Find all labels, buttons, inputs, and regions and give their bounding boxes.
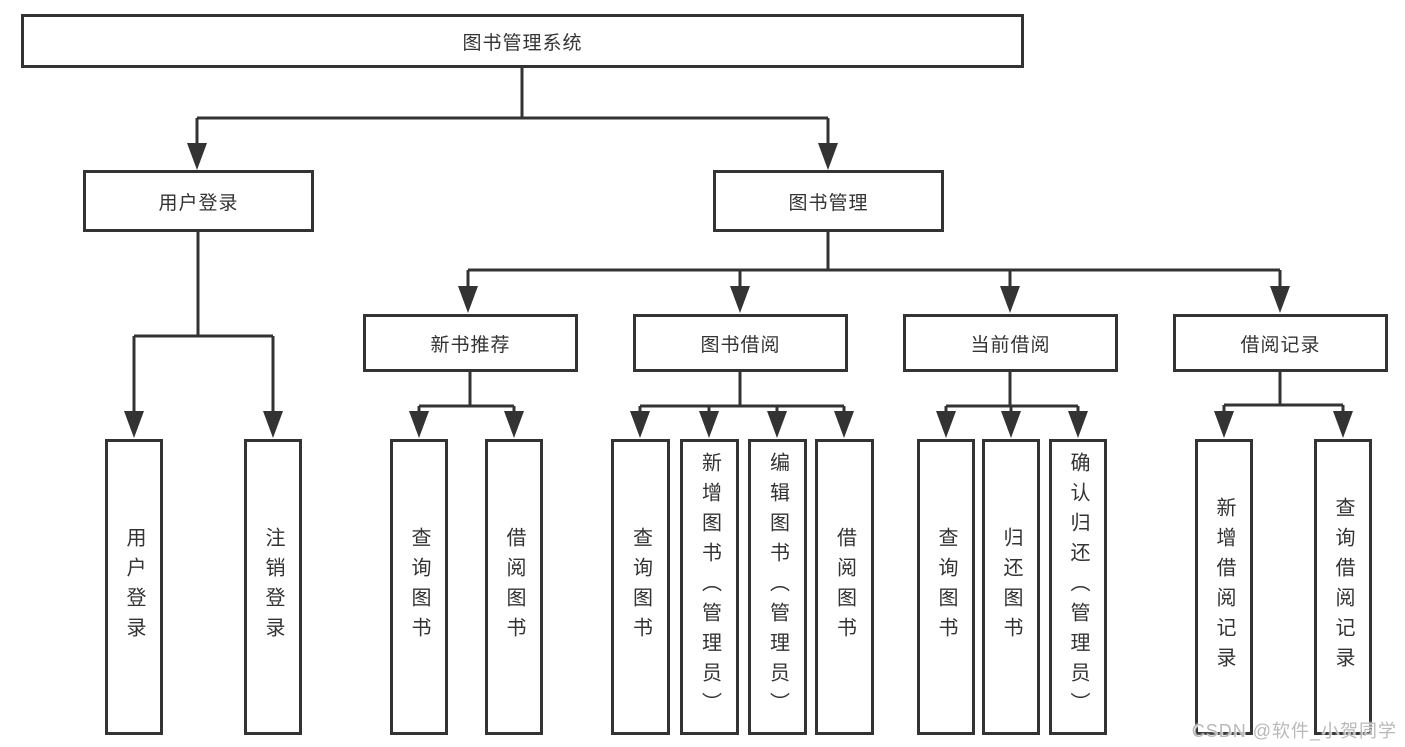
watermark-text: CSDN @软件_小贺同学 xyxy=(1191,721,1397,741)
leaf-current-return-books-label: 归还图书 xyxy=(1000,527,1022,647)
leaf-borrow-add-books-admin-label: 新增图书（管理员） xyxy=(698,452,721,722)
node-book-borrow-label: 图书借阅 xyxy=(700,334,781,356)
leaf-current-return-books: 归还图书 xyxy=(982,439,1040,735)
connector-borrow-records-children xyxy=(1222,371,1345,412)
leaf-borrow-edit-books-admin-label: 编辑图书（管理员） xyxy=(766,452,789,722)
leaf-borrow-edit-books-admin: 编辑图书（管理员） xyxy=(748,439,807,735)
node-borrow-records-label: 借阅记录 xyxy=(1240,334,1321,356)
leaf-recommend-query-books-label: 查询图书 xyxy=(408,527,430,647)
leaf-borrow-borrow-books-label: 借阅图书 xyxy=(833,527,856,647)
leaf-borrow-query-books-label: 查询图书 xyxy=(629,527,652,647)
node-new-book-recommend-label: 新书推荐 xyxy=(430,334,511,356)
leaf-current-query-books-label: 查询图书 xyxy=(935,527,957,647)
connector-current-borrow-children xyxy=(944,371,1080,412)
leaf-records-add-record-label: 新增借阅记录 xyxy=(1213,497,1235,677)
leaf-records-query-record-label: 查询借阅记录 xyxy=(1332,497,1354,677)
node-root-label: 图书管理系统 xyxy=(462,32,583,54)
node-new-book-recommend: 新书推荐 xyxy=(363,314,578,372)
leaf-borrow-add-books-admin: 新增图书（管理员） xyxy=(680,439,739,735)
leaf-current-query-books: 查询图书 xyxy=(917,439,975,735)
leaf-logout-label: 注销登录 xyxy=(262,527,284,647)
node-current-borrow-label: 当前借阅 xyxy=(970,334,1051,356)
connector-user-login-children xyxy=(132,231,275,412)
leaf-current-confirm-return-admin: 确认归还（管理员） xyxy=(1049,439,1107,735)
arrowheads xyxy=(124,143,1353,438)
leaf-records-query-record: 查询借阅记录 xyxy=(1314,439,1372,735)
leaf-recommend-borrow-books-label: 借阅图书 xyxy=(503,527,525,647)
connector-root-to-level2 xyxy=(195,67,830,144)
leaf-logout: 注销登录 xyxy=(244,439,302,735)
node-borrow-records: 借阅记录 xyxy=(1173,314,1388,372)
leaf-records-add-record: 新增借阅记录 xyxy=(1195,439,1253,735)
connector-book-management-sections xyxy=(466,231,1282,288)
leaf-recommend-borrow-books: 借阅图书 xyxy=(485,439,543,735)
connector-book-borrow-children xyxy=(638,371,846,412)
node-book-borrow: 图书借阅 xyxy=(633,314,848,372)
node-root: 图书管理系统 xyxy=(21,14,1024,68)
node-book-management: 图书管理 xyxy=(713,170,944,232)
leaf-user-login: 用户登录 xyxy=(105,439,163,735)
node-current-borrow: 当前借阅 xyxy=(903,314,1118,372)
leaf-user-login-label: 用户登录 xyxy=(123,527,145,647)
node-user-login-label: 用户登录 xyxy=(158,192,239,214)
connector-new-book-children xyxy=(417,371,516,412)
leaf-recommend-query-books: 查询图书 xyxy=(390,439,448,735)
node-user-login: 用户登录 xyxy=(83,170,314,232)
leaf-current-confirm-return-admin-label: 确认归还（管理员） xyxy=(1067,452,1089,722)
node-book-management-label: 图书管理 xyxy=(788,192,869,214)
leaf-borrow-borrow-books: 借阅图书 xyxy=(815,439,874,735)
leaf-borrow-query-books: 查询图书 xyxy=(611,439,670,735)
